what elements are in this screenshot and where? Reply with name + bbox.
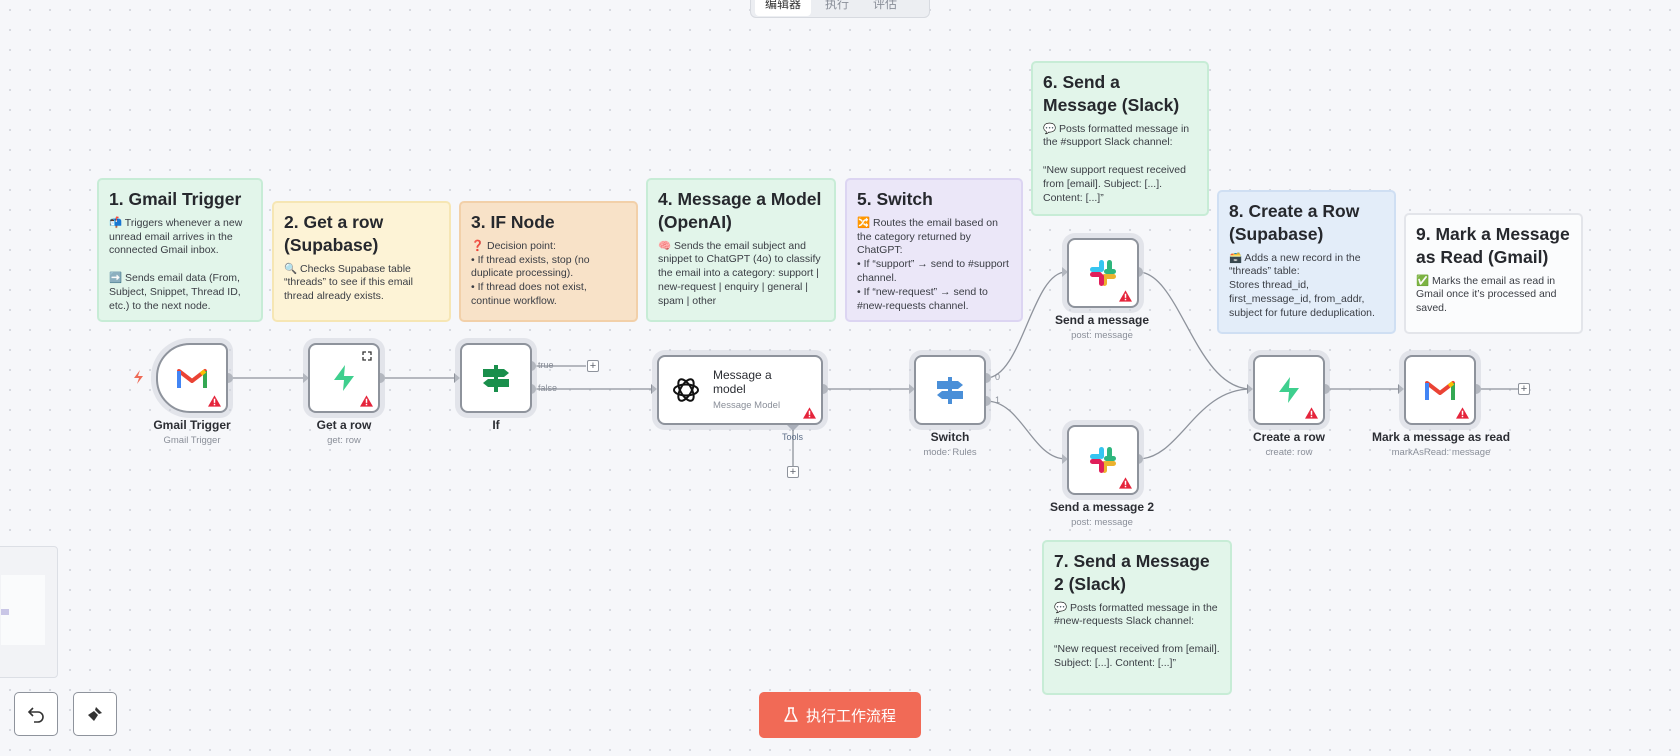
note-body: 🔀 Routes the email based on the category… [857, 216, 1009, 312]
node-title: If [492, 418, 500, 432]
node-title: Gmail Trigger [153, 418, 231, 432]
note-body: ✅ Marks the email as read in Gmail once … [1416, 274, 1557, 315]
warning-icon[interactable] [1305, 407, 1318, 419]
expand-icon[interactable] [362, 351, 372, 361]
node-if[interactable] [460, 343, 532, 413]
run-workflow-label: 执行工作流程 [805, 707, 896, 725]
node-subtitle: post: message [1071, 517, 1133, 528]
flask-icon [784, 707, 798, 722]
tab-editor[interactable]: 编辑器 [755, 0, 812, 16]
sticky-note-create-row[interactable]: 8. Create a Row (Supabase) 🗃️ Adds a new… [1217, 190, 1396, 334]
note-body: 💬 Posts formatted message in the #suppor… [1043, 122, 1190, 204]
sticky-note-if-node[interactable]: 3. IF Node ❓ Decision point: • If thread… [459, 201, 638, 322]
supabase-icon [334, 365, 354, 391]
note-title: 5. Switch [857, 189, 933, 209]
note-body: ❓ Decision point: • If thread exists, st… [471, 239, 590, 308]
node-message-model[interactable]: Message a model Message Model [657, 355, 823, 425]
node-title: Mark a message as read [1371, 430, 1511, 444]
tab-evaluations[interactable]: 评估 [873, 0, 898, 11]
note-body: 💬 Posts formatted message in the #new-re… [1054, 601, 1220, 669]
node-mark-read[interactable] [1404, 355, 1476, 425]
openai-icon [673, 378, 699, 402]
switch-icon [937, 377, 963, 404]
node-create-row[interactable] [1253, 355, 1325, 425]
brush-icon [88, 707, 102, 721]
true-branch-label: true [538, 360, 554, 370]
switch-output-1: 1 [995, 395, 1001, 405]
sticky-note-switch[interactable]: 5. Switch 🔀 Routes the email based on th… [845, 178, 1023, 322]
node-send-message-2[interactable] [1067, 425, 1139, 495]
note-body: 🧠 Sends the email subject and snippet to… [658, 239, 821, 307]
node-subtitle: Message Model [713, 399, 781, 411]
node-title: Create a row [1252, 430, 1326, 444]
warning-icon[interactable] [1119, 477, 1132, 489]
sticky-note-gmail-trigger[interactable]: 1. Gmail Trigger 📬 Triggers whenever a n… [97, 178, 263, 322]
warning-icon[interactable] [360, 395, 373, 407]
node-subtitle: get: row [327, 435, 361, 446]
add-node-button[interactable]: + [587, 360, 599, 372]
undo-icon [27, 707, 44, 723]
false-branch-label: false [538, 383, 558, 393]
if-icon [483, 365, 509, 392]
warning-icon[interactable] [803, 407, 816, 419]
note-title: 2. Get a row (Supabase) [284, 212, 384, 255]
clear-execution-button[interactable] [73, 692, 117, 736]
warning-icon[interactable] [1456, 407, 1469, 419]
supabase-icon [1279, 377, 1299, 403]
note-body: 🗃️ Adds a new record in the “threads” ta… [1229, 251, 1375, 319]
sticky-note-get-row[interactable]: 2. Get a row (Supabase) 🔍 Checks Supabas… [272, 201, 451, 322]
tab-executions[interactable]: 执行 [825, 0, 850, 11]
note-title: 7. Send a Message 2 (Slack) [1054, 551, 1210, 594]
node-title: Message a model [713, 368, 772, 396]
node-subtitle: markAsRead: message [1391, 447, 1491, 458]
warning-icon[interactable] [1119, 290, 1132, 302]
node-subtitle: mode: Rules [923, 447, 977, 458]
note-title: 3. IF Node [471, 212, 555, 232]
sticky-note-mark-read[interactable]: 9. Mark a Message as Read (Gmail) ✅ Mark… [1404, 213, 1583, 334]
node-switch[interactable] [914, 355, 986, 425]
slack-icon [1090, 260, 1116, 286]
node-title: Send a message 2 [1049, 500, 1155, 514]
add-tool-button[interactable]: + [787, 466, 799, 478]
warning-icon[interactable] [208, 395, 221, 407]
note-title: 6. Send a Message (Slack) [1043, 72, 1180, 115]
node-subtitle: Gmail Trigger [163, 435, 221, 446]
slack-icon [1090, 447, 1116, 473]
view-tabs: 编辑器 执行 评估 [750, 0, 930, 18]
sticky-note-message-model[interactable]: 4. Message a Model (OpenAI) 🧠 Sends the … [646, 178, 836, 322]
note-body: 🔍 Checks Supabase table “threads” to see… [284, 262, 413, 303]
node-title: Get a row [316, 418, 372, 432]
undo-button[interactable] [14, 692, 58, 736]
gmail-icon [1425, 381, 1455, 400]
note-title: 1. Gmail Trigger [109, 189, 242, 209]
node-subtitle: create: row [1265, 447, 1313, 458]
switch-output-0: 0 [995, 372, 1001, 382]
node-subtitle: post: message [1071, 330, 1133, 341]
node-send-message[interactable] [1067, 238, 1139, 308]
note-title: 9. Mark a Message as Read (Gmail) [1416, 224, 1570, 267]
sticky-note-send-message-2[interactable]: 7. Send a Message 2 (Slack) 💬 Posts form… [1042, 540, 1232, 695]
node-get-row[interactable] [308, 343, 380, 413]
node-gmail-trigger[interactable] [156, 343, 228, 413]
note-title: 4. Message a Model (OpenAI) [658, 189, 822, 232]
gmail-icon [177, 369, 207, 388]
add-node-button[interactable]: + [1518, 383, 1530, 395]
note-title: 8. Create a Row (Supabase) [1229, 201, 1360, 244]
run-workflow-button[interactable]: 执行工作流程 [759, 692, 921, 738]
sticky-note-send-message[interactable]: 6. Send a Message (Slack) 💬 Posts format… [1031, 61, 1209, 216]
tools-port-label: Tools [782, 432, 804, 442]
node-title: Switch [930, 430, 970, 444]
canvas-minimap[interactable] [0, 546, 58, 678]
node-title: Send a message [1054, 313, 1150, 327]
note-body: 📬 Triggers whenever a new unread email a… [109, 216, 243, 312]
